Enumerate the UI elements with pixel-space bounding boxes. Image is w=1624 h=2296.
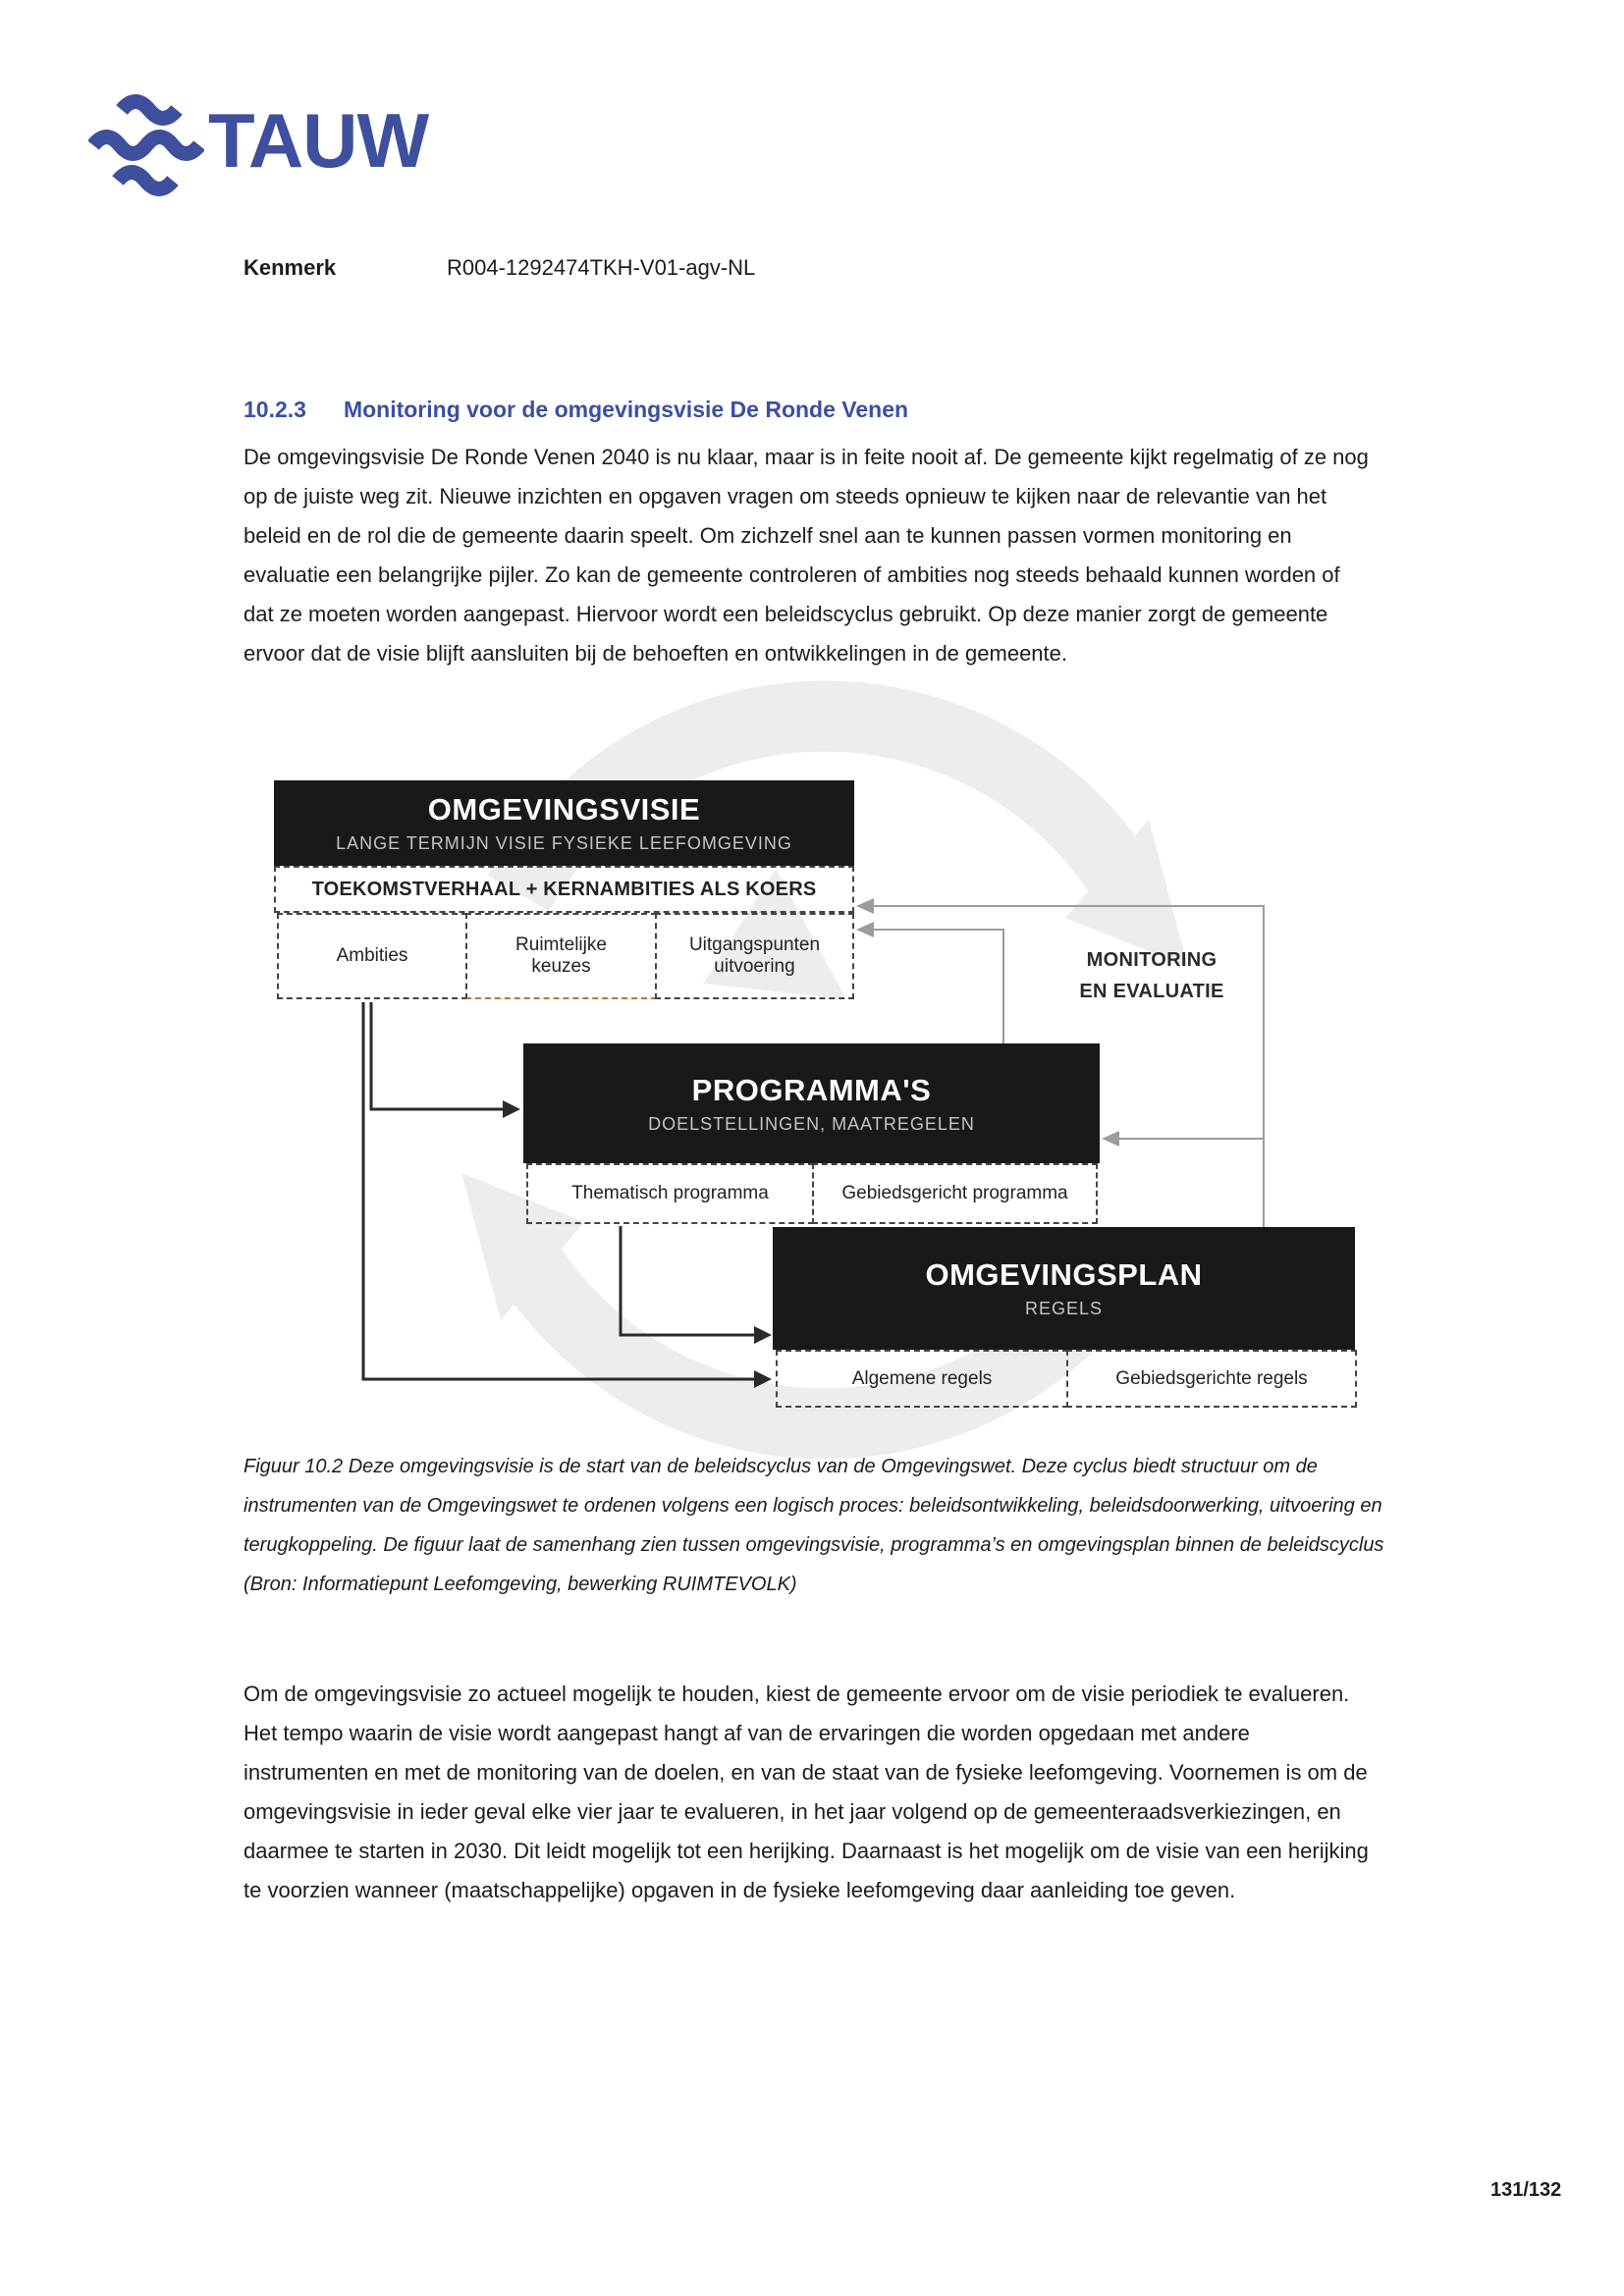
- omgevingsplan-title: OMGEVINGSPLAN: [925, 1257, 1203, 1292]
- monitoring-line1: MONITORING: [1086, 949, 1218, 971]
- section-heading: 10.2.3 Monitoring voor de omgevingsvisie …: [244, 397, 908, 423]
- gebiedsgerichte-regels-box: Gebiedsgerichte regels: [1066, 1350, 1357, 1408]
- monitoring-line2: EN EVALUATIE: [1079, 981, 1224, 1002]
- koers-box: TOEKOMSTVERHAAL + KERNAMBITIES ALS KOERS: [274, 866, 854, 913]
- tauw-logo: TAUW: [87, 88, 501, 201]
- omgevingsvisie-box: OMGEVINGSVISIE LANGE TERMIJN VISIE FYSIE…: [274, 780, 854, 866]
- section-number: 10.2.3: [244, 397, 306, 422]
- omgevingsvisie-title: OMGEVINGSVISIE: [427, 792, 701, 827]
- kenmerk-label: Kenmerk: [244, 255, 337, 280]
- tauw-waves-icon: [87, 94, 205, 196]
- omgevingsvisie-subtitle: LANGE TERMIJN VISIE FYSIEKE LEEFOMGEVING: [336, 833, 792, 853]
- page-number: 131/132: [1490, 2179, 1562, 2201]
- uitgangspunten-box: Uitgangspunten uitvoering: [655, 913, 854, 999]
- section-title: Monitoring voor de omgevingsvisie De Ron…: [343, 397, 909, 422]
- gebiedsgericht-programma-box: Gebiedsgericht programma: [812, 1163, 1098, 1224]
- kenmerk-value: R004-1292474TKH-V01-agv-NL: [447, 255, 756, 280]
- ruimtelijke-keuzes-box: Ruimtelijke keuzes: [465, 913, 657, 999]
- programmas-box: PROGRAMMA'S DOELSTELLINGEN, MAATREGELEN: [523, 1043, 1100, 1163]
- programmas-title: PROGRAMMA'S: [691, 1072, 932, 1107]
- tauw-wordmark: TAUW: [208, 97, 429, 184]
- figure-caption: Figuur 10.2 Deze omgevingsvisie is de st…: [244, 1456, 1384, 1595]
- programmas-subtitle: DOELSTELLINGEN, MAATREGELEN: [648, 1113, 975, 1134]
- omgevingsplan-box: OMGEVINGSPLAN REGELS: [773, 1227, 1355, 1350]
- kenmerk-row: Kenmerk R004-1292474TKH-V01-agv-NL: [244, 255, 755, 281]
- monitoring-label: MONITORING EN EVALUATIE: [1044, 944, 1260, 1007]
- paragraph-1: De omgevingsvisie De Ronde Venen 2040 is…: [244, 445, 1369, 666]
- paragraph-2: Om de omgevingsvisie zo actueel mogelijk…: [244, 1682, 1369, 1902]
- omgevingsplan-subtitle: REGELS: [1024, 1299, 1104, 1318]
